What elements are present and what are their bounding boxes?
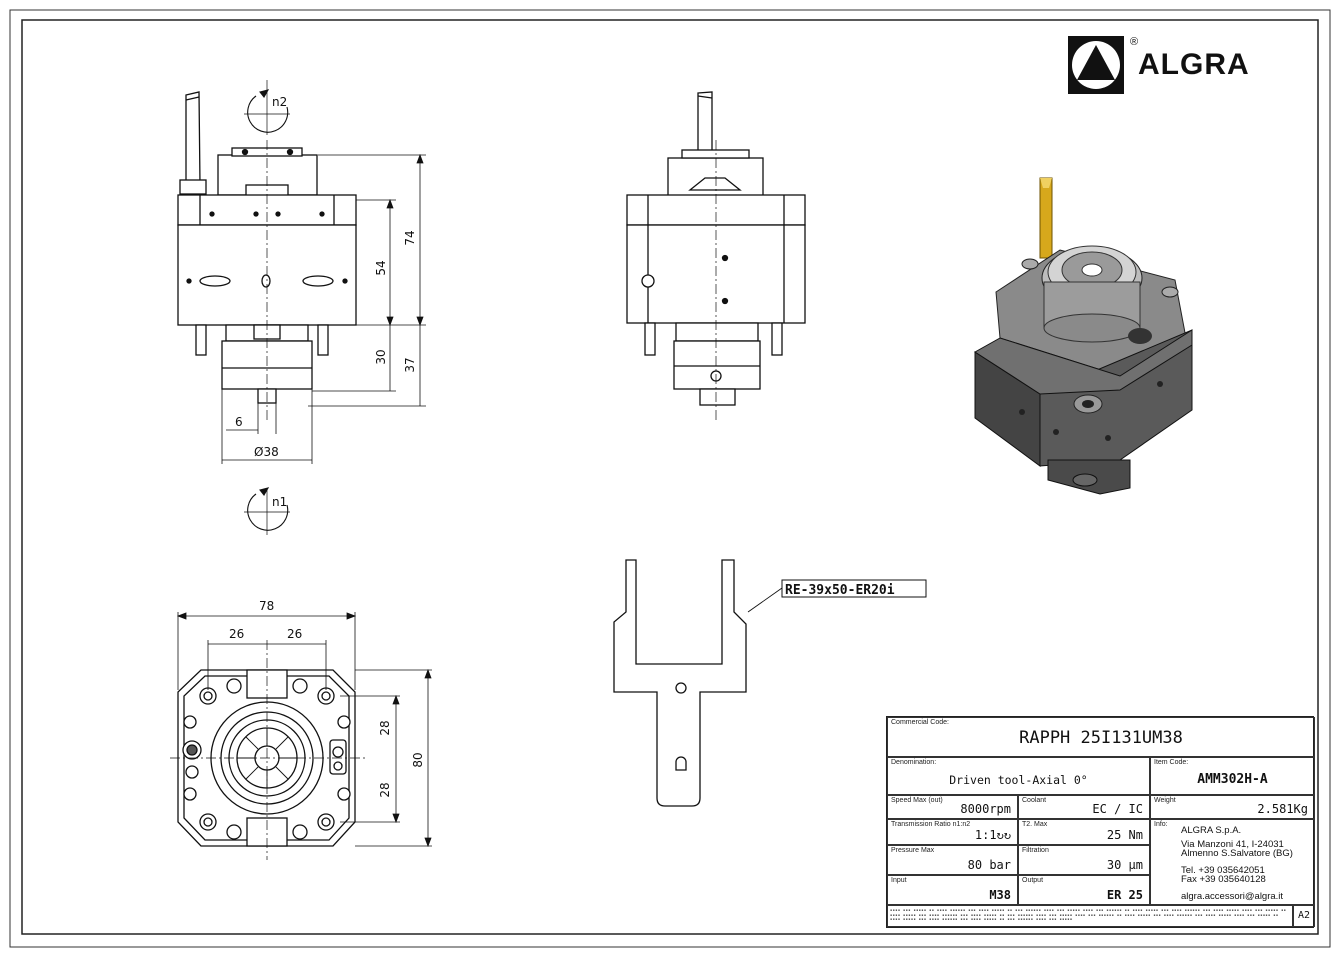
dim-28-top: 28 — [378, 720, 392, 735]
brand-name: ALGRA — [1138, 48, 1250, 81]
fax: Fax +39 035640128 — [1181, 874, 1266, 885]
sheet-size: A2 — [1297, 910, 1311, 921]
coolant-label: Coolant — [1022, 797, 1047, 804]
weight-value: 2.581Kg — [1257, 802, 1308, 816]
commercial-code-cell: Commercial Code: RAPPH 25I131UM38 — [887, 717, 1315, 757]
input-value: M38 — [989, 888, 1011, 902]
front-view — [177, 91, 357, 420]
dim-30: 30 — [374, 349, 388, 364]
bottom-dimensions — [176, 612, 432, 848]
filtration-value: 30 μm — [1106, 858, 1143, 872]
weight-cell: Weight 2.581Kg — [1150, 795, 1315, 819]
denomination-label: Denomination: — [891, 759, 937, 766]
wrench-drawing — [613, 559, 747, 807]
fine-print-pattern: ▪▪▪▪ ▪▪▪ ▪▪▪▪▪ ▪▪ ▪▪▪▪ ▪▪▪▪▪▪ ▪▪▪ ▪▪▪▪ ▪… — [890, 908, 1287, 921]
item-code: AMM302H-A — [1197, 772, 1268, 787]
speed-value: 8000rpm — [960, 802, 1011, 816]
registered-mark: ® — [1130, 36, 1139, 48]
callout-leader — [747, 587, 783, 613]
label-n2: n2 — [272, 95, 287, 109]
pressure-value: 80 bar — [967, 858, 1011, 872]
item-code-label: Item Code: — [1154, 759, 1189, 766]
item-code-cell: Item Code: AMM302H-A — [1150, 757, 1315, 795]
inner-border — [21, 19, 1319, 935]
side-view — [626, 91, 806, 420]
callout-box — [781, 579, 927, 598]
title-block: Commercial Code: RAPPH 25I131UM38 Denomi… — [886, 716, 1315, 928]
input-cell: Input M38 — [887, 875, 1018, 905]
address-line-1: Via Manzoni 41, I-24031 — [1181, 839, 1284, 850]
denomination-cell: Denomination: Driven tool-Axial 0° — [887, 757, 1150, 795]
coolant-cell: Coolant EC / IC — [1018, 795, 1150, 819]
filtration-label: Filtration — [1022, 847, 1049, 854]
algra-logo — [1068, 36, 1124, 94]
torque-label: T2. Max — [1022, 821, 1048, 828]
label-n1: n1 — [272, 495, 287, 509]
rotation-n1-symbol — [244, 487, 290, 535]
company-name: ALGRA S.p.A. — [1181, 825, 1242, 836]
iso-render — [974, 177, 1193, 495]
dim-74: 74 — [403, 230, 417, 245]
info-cell: Info: ALGRA S.p.A. Via Manzoni 41, I-240… — [1150, 819, 1315, 905]
weight-label: Weight — [1154, 797, 1176, 804]
output-value: ER 25 — [1106, 888, 1143, 902]
sheet-size-cell: A2 — [1293, 905, 1315, 927]
address-line-2: Almenno S.Salvatore (BG) — [1181, 848, 1293, 859]
commercial-code: RAPPH 25I131UM38 — [1019, 728, 1183, 748]
callout-label: RE-39x50-ER20i — [785, 583, 895, 598]
brand-header: ® ALGRA — [1068, 36, 1300, 94]
dim-54: 54 — [374, 260, 388, 275]
dim-26-right: 26 — [287, 627, 302, 641]
speed-label: Speed Max (out) — [891, 797, 943, 804]
outer-border — [9, 9, 1331, 948]
pressure-cell: Pressure Max 80 bar — [887, 845, 1018, 875]
torque-cell: T2. Max 25 Nm — [1018, 819, 1150, 845]
commercial-code-label: Commercial Code: — [891, 719, 949, 726]
filtration-cell: Filtration 30 μm — [1018, 845, 1150, 875]
input-label: Input — [891, 877, 907, 884]
dim-78: 78 — [259, 599, 274, 613]
speed-cell: Speed Max (out) 8000rpm — [887, 795, 1018, 819]
email: algra.accessori@algra.it — [1181, 891, 1284, 902]
rotation-n2-symbol — [244, 80, 290, 135]
ratio-cell: Transmission Ratio n1:n2 1:1↻↻ — [887, 819, 1018, 845]
info-label: Info: — [1154, 821, 1168, 828]
dim-6: 6 — [235, 415, 243, 429]
coolant-value: EC / IC — [1092, 802, 1143, 816]
fine-print-cell: ▪▪▪▪ ▪▪▪ ▪▪▪▪▪ ▪▪ ▪▪▪▪ ▪▪▪▪▪▪ ▪▪▪ ▪▪▪▪ ▪… — [887, 905, 1293, 927]
dim-26-left: 26 — [229, 627, 244, 641]
denomination: Driven tool-Axial 0° — [949, 773, 1088, 787]
pressure-label: Pressure Max — [891, 847, 935, 854]
torque-value: 25 Nm — [1106, 828, 1143, 842]
ratio-value: 1:1↻↻ — [974, 828, 1011, 842]
output-label: Output — [1022, 877, 1044, 884]
ratio-label: Transmission Ratio n1:n2 — [891, 821, 971, 828]
dim-28-bottom: 28 — [378, 782, 392, 797]
output-cell: Output ER 25 — [1018, 875, 1150, 905]
dim-37: 37 — [403, 357, 417, 372]
front-dimensions — [221, 153, 426, 464]
dim-80: 80 — [411, 752, 425, 767]
phone: Tel. +39 035642051 — [1181, 865, 1265, 876]
dim-38: Ø38 — [254, 445, 279, 459]
bottom-view — [170, 640, 365, 860]
